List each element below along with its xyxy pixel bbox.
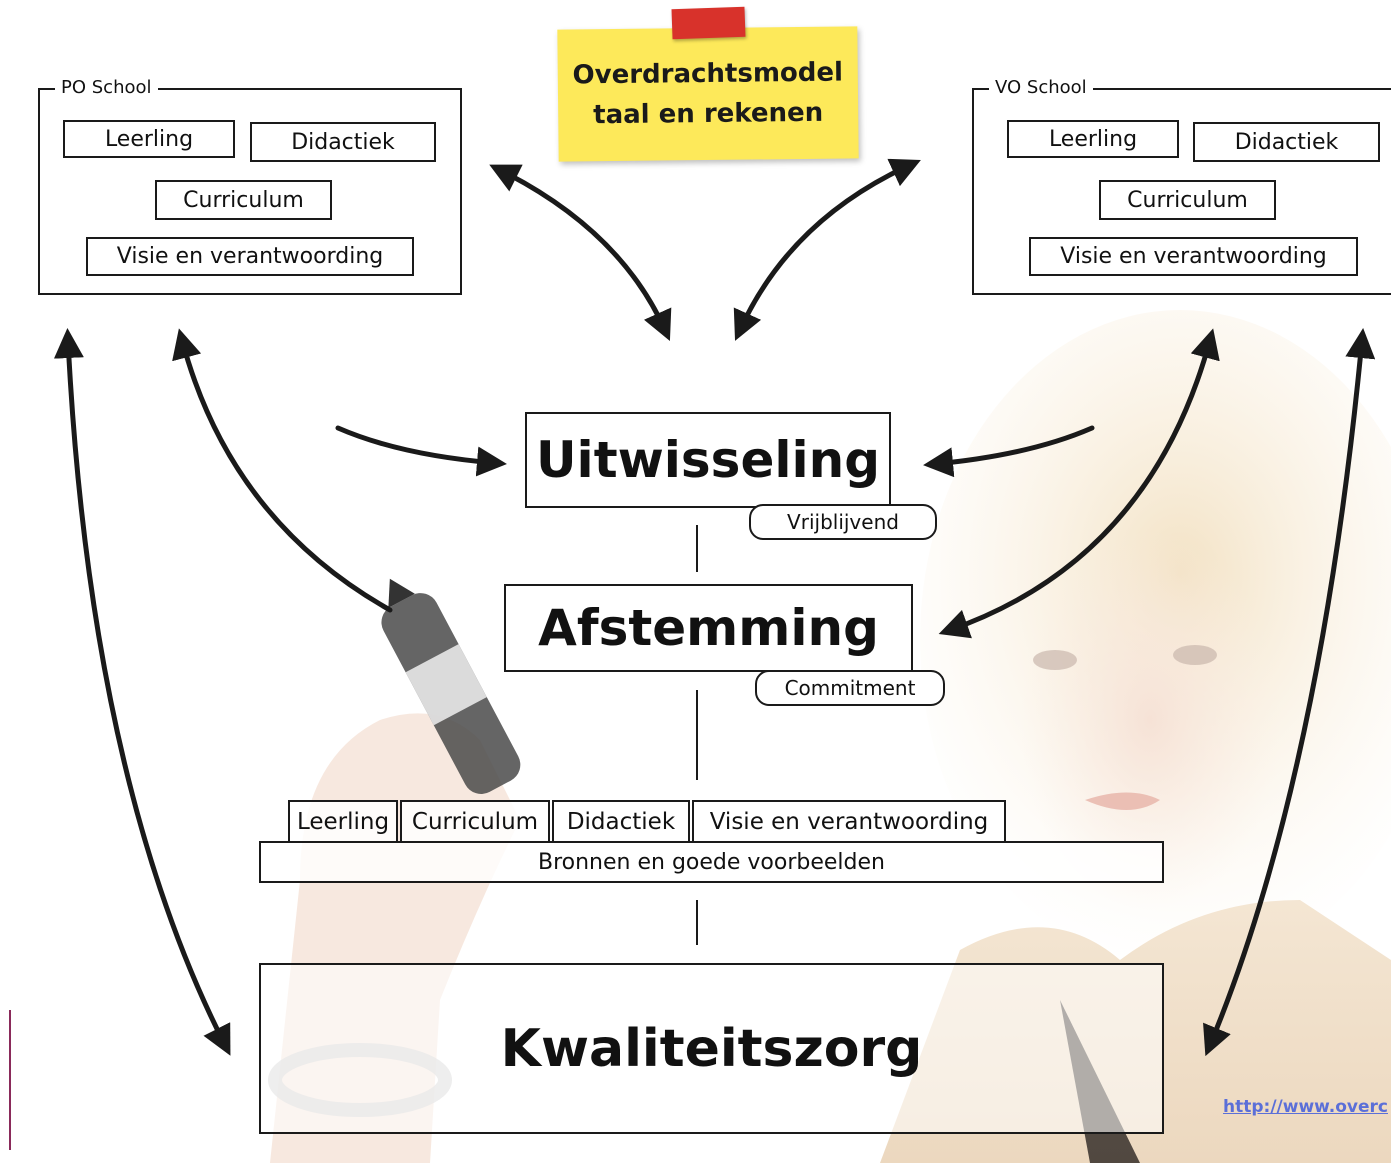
vo-didactiek-box: Didactiek [1193, 122, 1380, 162]
mouth-shape [1085, 792, 1160, 810]
vo-visie-box: Visie en verantwoording [1029, 237, 1358, 276]
po-school-title: PO School [55, 78, 158, 98]
marker-shape [381, 578, 521, 794]
commitment-bubble: Commitment [755, 670, 945, 706]
tab-didactiek: Didactiek [552, 800, 690, 842]
vo-leerling-box: Leerling [1007, 120, 1179, 158]
vo-school-group [972, 88, 1391, 295]
pin-tape [671, 6, 746, 40]
eye-left-shape [1033, 650, 1077, 670]
tab-visie-en-verantwoording: Visie en verantwoording [692, 800, 1006, 842]
sticky-note: Overdrachtsmodel taal en rekenen [557, 26, 859, 162]
source-link[interactable]: http://www.overc [1223, 1097, 1388, 1117]
bronnen-bar: Bronnen en goede voorbeelden [259, 841, 1164, 883]
eye-right-shape [1173, 645, 1217, 665]
afstemming-box: Afstemming [504, 584, 913, 672]
po-visie-box: Visie en verantwoording [86, 237, 414, 276]
sticky-note-line2: taal en rekenen [593, 97, 824, 131]
po-curriculum-box: Curriculum [155, 180, 332, 220]
tab-leerling: Leerling [288, 800, 398, 842]
kwaliteitszorg-box: Kwaliteitszorg [259, 963, 1164, 1134]
sticky-note-line1: Overdrachtsmodel [572, 57, 844, 91]
uitwisseling-box: Uitwisseling [525, 412, 891, 508]
vo-school-title: VO School [989, 78, 1093, 98]
vo-curriculum-box: Curriculum [1099, 180, 1276, 220]
po-school-group [38, 88, 462, 295]
po-didactiek-box: Didactiek [250, 122, 436, 162]
vrijblijvend-bubble: Vrijblijvend [749, 504, 937, 540]
tab-curriculum: Curriculum [400, 800, 550, 842]
po-leerling-box: Leerling [63, 120, 235, 158]
